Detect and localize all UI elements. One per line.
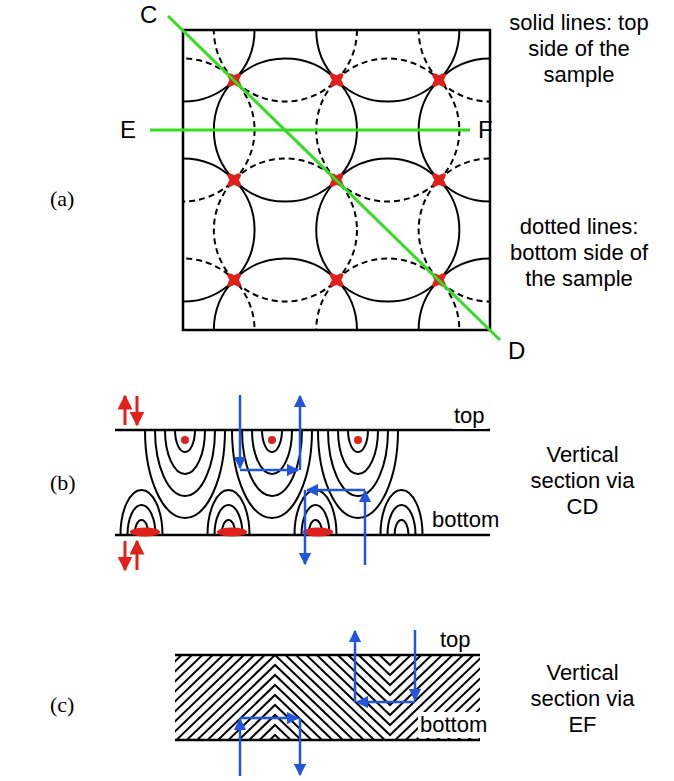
layer-arc (252, 430, 292, 474)
red-mark (328, 71, 346, 89)
layer-arc (175, 430, 195, 452)
red-mark (430, 71, 448, 89)
red-mark (430, 171, 448, 189)
red-mark (225, 171, 243, 189)
panel-label: (b) (50, 470, 76, 496)
red-mark (225, 271, 243, 289)
circle-pattern (183, 30, 490, 330)
red-defect (217, 528, 247, 537)
section-cd-lines (121, 430, 423, 535)
layer-arc (262, 430, 282, 452)
red-mark (328, 71, 346, 89)
section-title: Vertical section via EF (515, 660, 650, 738)
layer-arc (165, 430, 205, 474)
dotted-circle (316, 258, 459, 330)
solid-circle (183, 158, 255, 301)
layer-arc (348, 430, 368, 452)
bottom-surface (115, 534, 490, 537)
blue-arrows (240, 630, 415, 776)
red-arrows (125, 396, 137, 570)
section-point: C (140, 2, 157, 28)
red-mark (430, 71, 448, 89)
red-dot (268, 436, 276, 444)
surface-label: top (452, 403, 487, 429)
surface-label: bottom (430, 507, 501, 533)
layer-arch (395, 520, 409, 535)
panel-label: (a) (50, 186, 74, 212)
legend-note: solid lines: top side of the sample (495, 10, 663, 88)
bottom-surface (175, 739, 480, 742)
red-mark (328, 271, 346, 289)
top-surface (115, 429, 490, 432)
surface-label: top (438, 627, 473, 653)
section-title: Vertical section via CD (515, 442, 650, 520)
section-point: E (120, 117, 136, 143)
section-ef-lines (175, 655, 480, 740)
red-defect (130, 528, 160, 537)
surface-label: bottom (418, 712, 489, 738)
section-point: D (508, 338, 525, 364)
red-dot (181, 436, 189, 444)
layer-arc (155, 430, 215, 496)
layer-arch (381, 490, 423, 535)
top-surface (175, 654, 480, 657)
layer-arch (388, 505, 416, 535)
section-point: F (478, 117, 493, 143)
layer-arc (338, 430, 378, 474)
solid-circle (214, 258, 357, 330)
layer-line (175, 705, 480, 740)
legend-note: dotted lines: bottom side of the sample (495, 214, 663, 292)
red-mark (225, 271, 243, 289)
section-line-ef (150, 129, 470, 132)
layer-line (175, 655, 480, 685)
dotted-circle (419, 158, 490, 301)
blue-arrows (240, 395, 365, 565)
red-mark (430, 171, 448, 189)
red-mark (225, 171, 243, 189)
layer-line (175, 685, 480, 740)
dotted-circle (183, 258, 255, 330)
layer-line (175, 695, 480, 740)
panel-label: (c) (50, 692, 74, 718)
section-line-cd (168, 16, 500, 340)
dotted-circle (214, 30, 357, 102)
red-dot (354, 436, 362, 444)
red-defect (303, 528, 333, 537)
solid-circle (316, 30, 459, 102)
red-mark (328, 271, 346, 289)
red-defects (130, 436, 362, 537)
layer-line (175, 675, 480, 740)
layer-line (175, 665, 480, 740)
layer-arc (242, 430, 302, 496)
layer-arc (328, 430, 388, 496)
